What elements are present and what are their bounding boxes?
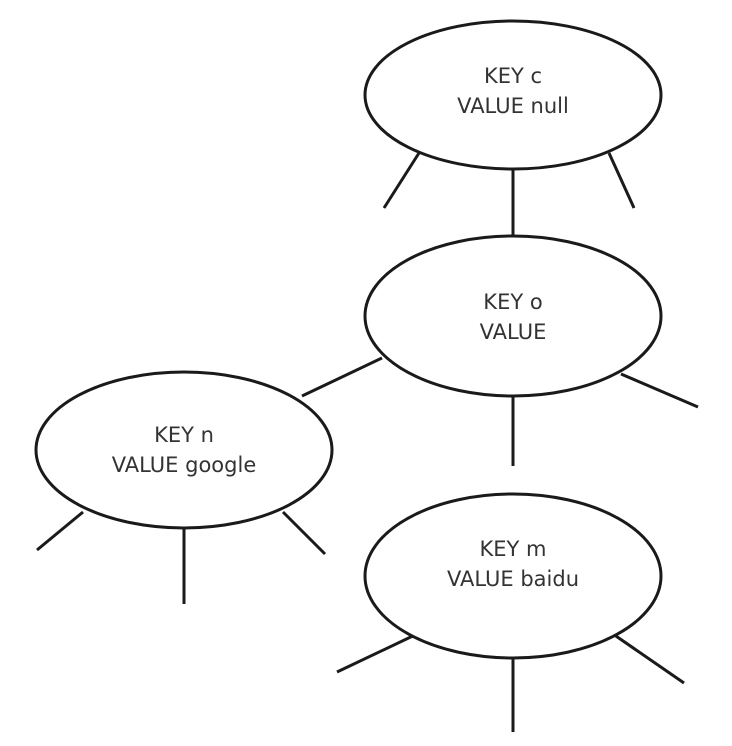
node-o-ellipse — [363, 234, 663, 398]
node-n: KEY n VALUE google — [34, 370, 334, 530]
node-m-key: KEY m — [480, 537, 547, 561]
node-o: KEY o VALUE — [363, 234, 663, 398]
stub-m-left — [336, 632, 418, 674]
node-o-value: VALUE — [480, 320, 547, 344]
node-c-key: KEY c — [484, 64, 542, 88]
node-c-ellipse — [363, 19, 663, 171]
node-m-value: VALUE baidu — [447, 567, 579, 591]
edge-o-to-n — [301, 356, 383, 398]
stub-m-right — [612, 632, 685, 685]
stub-c-left — [382, 152, 421, 209]
node-n-ellipse — [34, 370, 334, 530]
node-m-ellipse — [363, 492, 663, 660]
stub-n-left — [36, 510, 84, 552]
node-m: KEY m VALUE baidu — [363, 492, 663, 660]
node-c-value: VALUE null — [457, 94, 569, 118]
node-n-key: KEY n — [154, 423, 214, 447]
stub-o-right — [620, 372, 699, 409]
node-o-key: KEY o — [483, 290, 542, 314]
node-n-value: VALUE google — [112, 453, 256, 477]
node-c: KEY c VALUE null — [363, 19, 663, 171]
stub-c-right — [607, 152, 636, 209]
stub-n-right — [281, 510, 327, 556]
